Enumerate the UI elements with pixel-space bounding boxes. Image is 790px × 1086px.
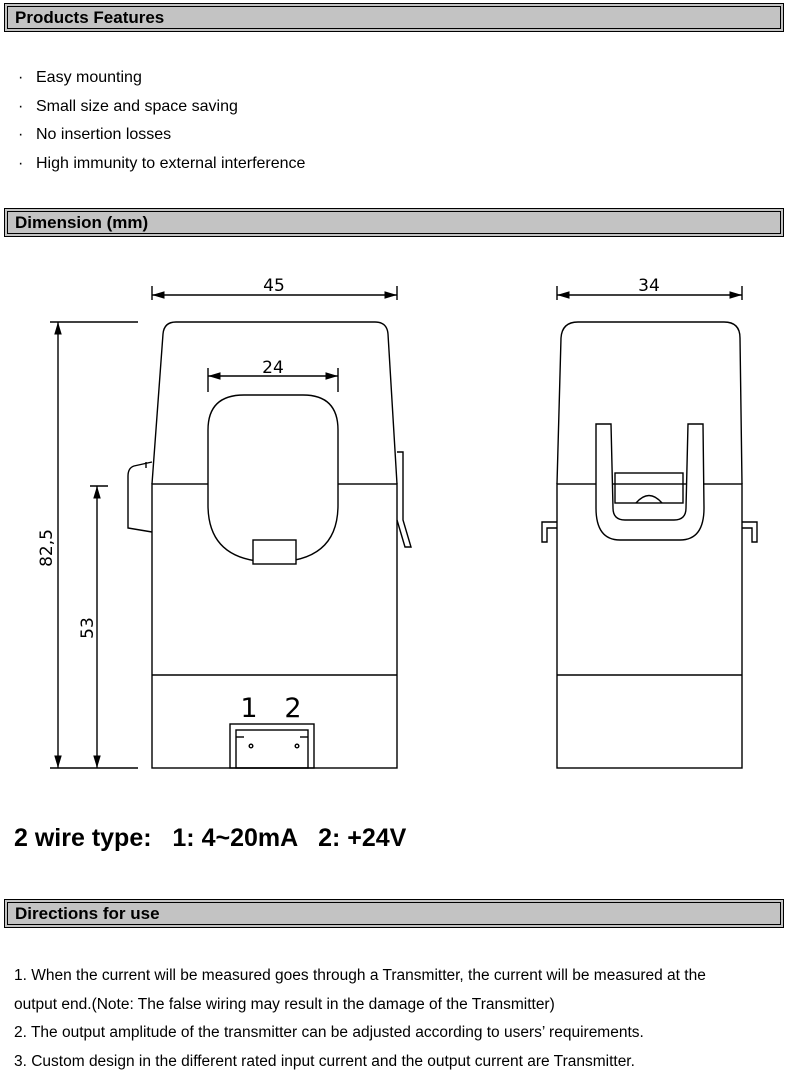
front-view xyxy=(127,321,412,769)
bullet-icon: · xyxy=(18,154,24,172)
bullet-icon: · xyxy=(18,126,24,144)
directions-text: 1. When the current will be measured goe… xyxy=(14,962,784,1076)
direction-line: 3. Custom design in the different rated … xyxy=(14,1052,635,1070)
wire-type-label: 2 wire type: xyxy=(14,824,152,852)
direction-line: 2. The output amplitude of the transmitt… xyxy=(14,1024,644,1041)
wire-pin2-spec: 2: +24V xyxy=(318,824,407,852)
front-width-label: 45 xyxy=(263,276,285,296)
features-list: ·Easy mounting ·Small size and space sav… xyxy=(18,64,305,178)
bullet-icon: · xyxy=(18,97,24,115)
bullet-icon: · xyxy=(18,69,24,86)
directions-title: Directions for use xyxy=(15,904,160,923)
wire-pin1-spec: 1: 4~20mA xyxy=(172,824,298,852)
dimension-drawing: 45 24 34 82,5 53 1 2 xyxy=(37,276,758,769)
pin1-label: 1 xyxy=(240,693,257,724)
feature-item: ·Small size and space saving xyxy=(18,93,305,122)
features-header: Products Features xyxy=(4,3,784,32)
directions-header: Directions for use xyxy=(4,899,784,928)
lower-height-label: 53 xyxy=(78,617,98,639)
dimension-header: Dimension (mm) xyxy=(4,208,784,237)
features-title: Products Features xyxy=(15,8,165,27)
feature-item: ·High immunity to external interference xyxy=(18,150,305,179)
total-height-label: 82,5 xyxy=(37,529,57,567)
pin2-label: 2 xyxy=(284,693,301,724)
dimension-title: Dimension (mm) xyxy=(15,213,149,232)
side-view xyxy=(541,321,758,769)
window-width-label: 24 xyxy=(262,358,284,378)
side-width-label: 34 xyxy=(638,276,660,296)
feature-item: ·Easy mounting xyxy=(18,64,305,93)
feature-item: ·No insertion losses xyxy=(18,121,305,150)
direction-line: 1. When the current will be measured goe… xyxy=(14,967,706,984)
wire-type-line: 2 wire type: 1: 4~20mA 2: +24V xyxy=(14,824,406,853)
direction-line: output end.(Note: The false wiring may r… xyxy=(14,995,555,1013)
